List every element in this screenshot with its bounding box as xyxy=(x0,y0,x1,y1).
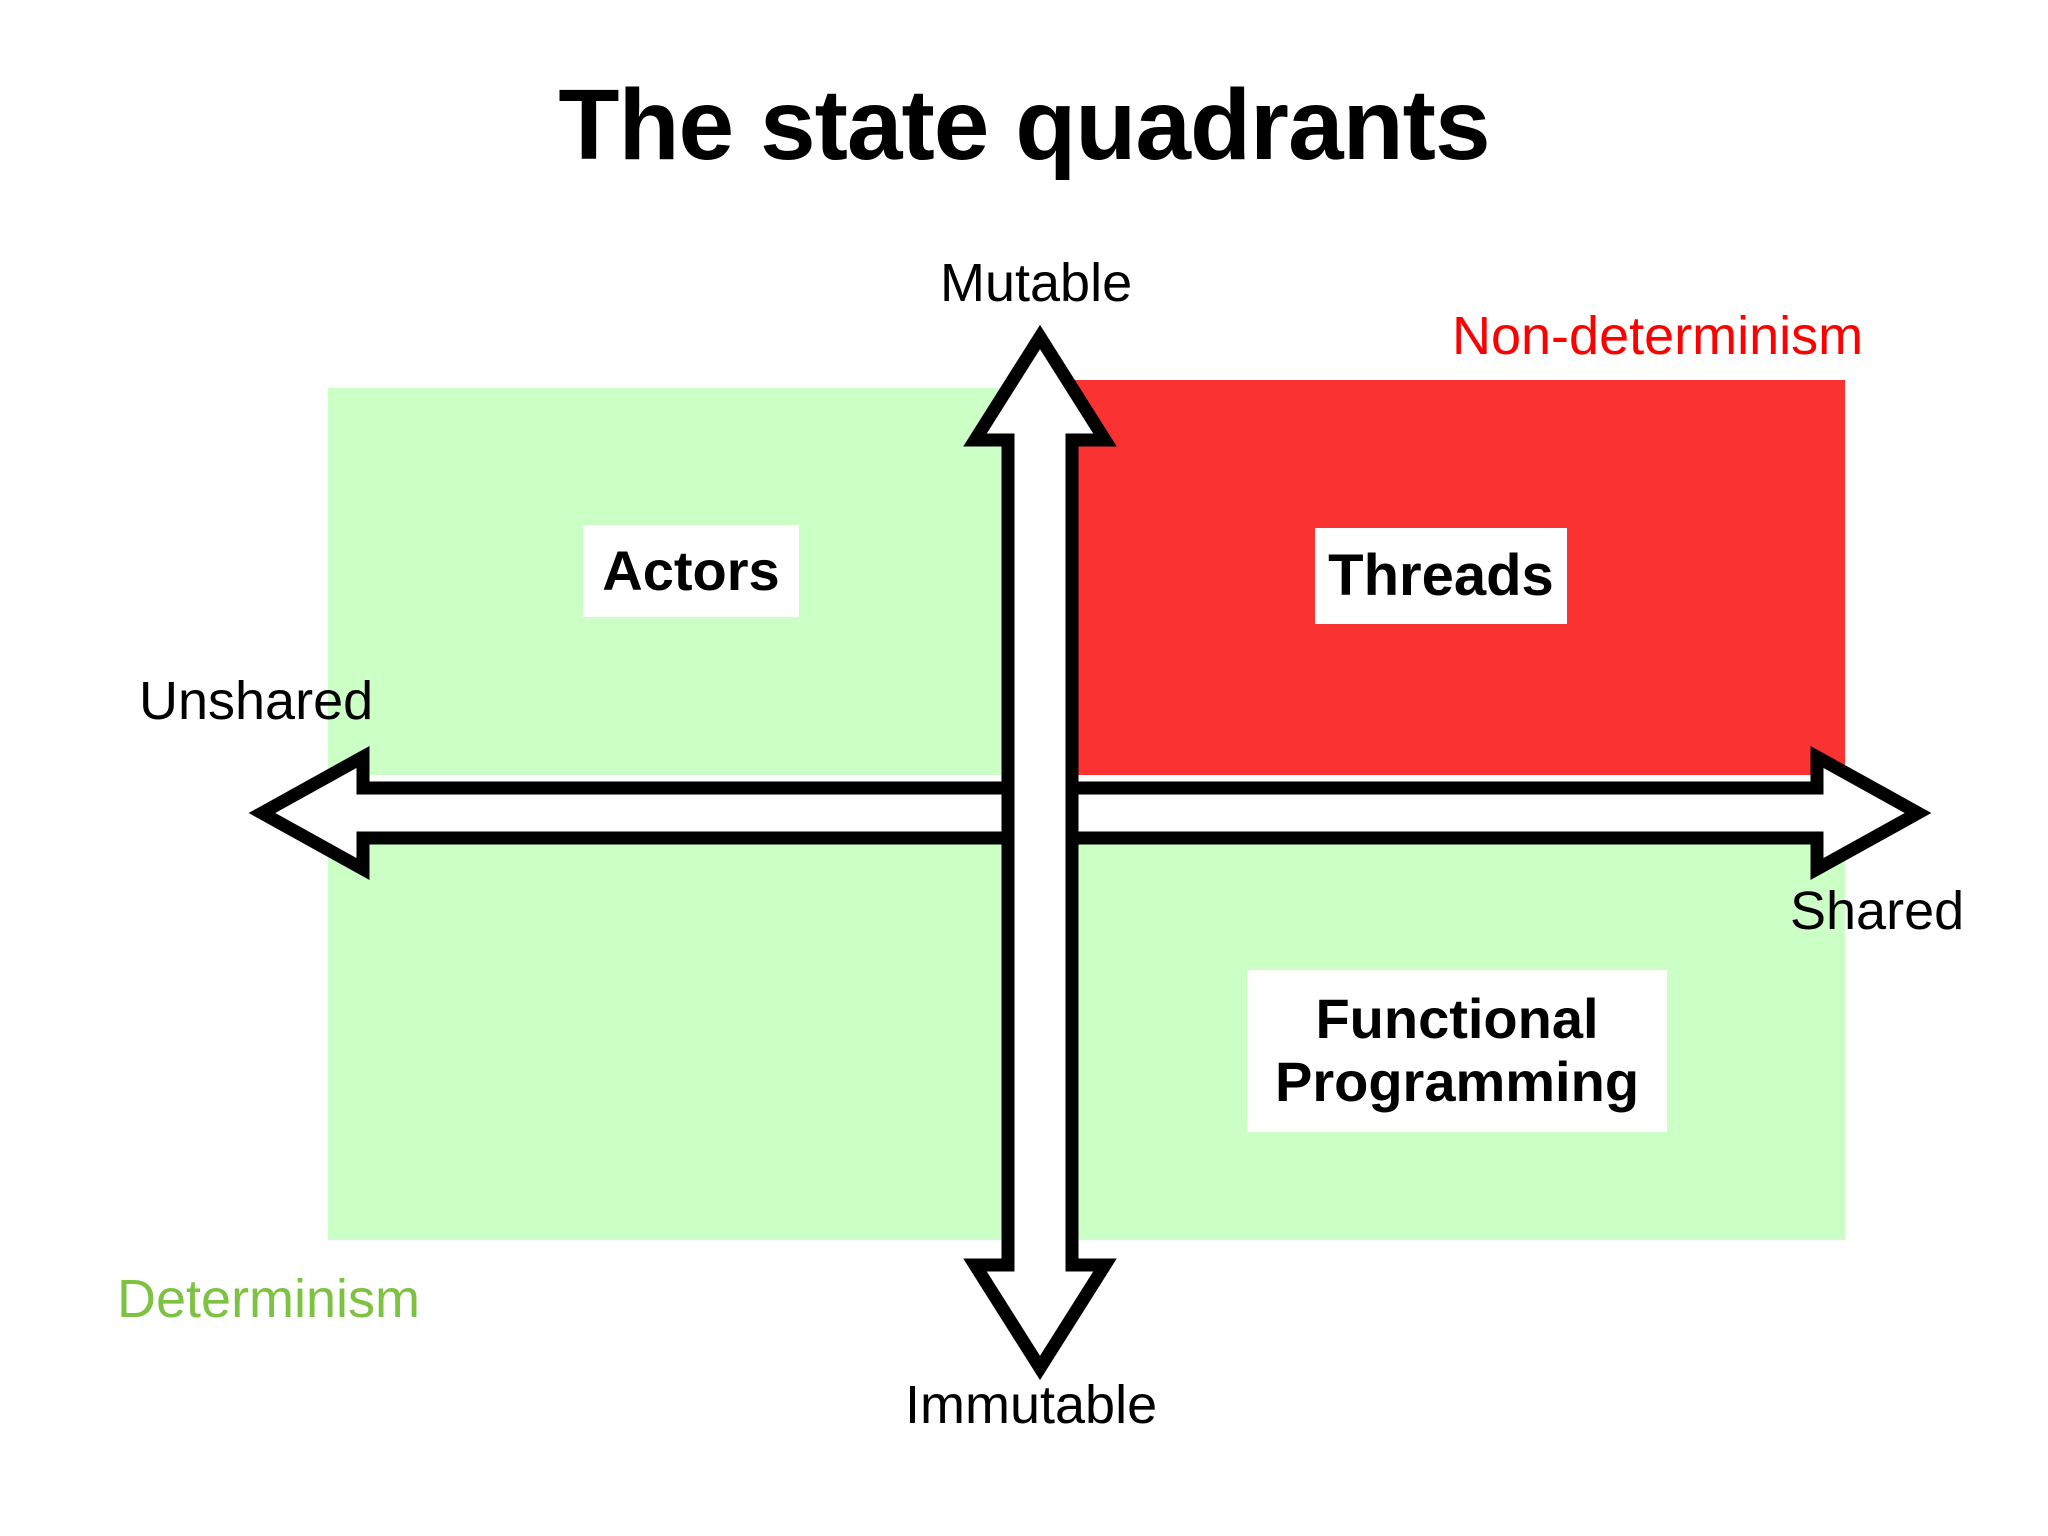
quadrant-unshared-immutable xyxy=(328,838,1022,1240)
quadrant-label-threads: Threads xyxy=(1315,528,1567,624)
annotation-non-determinism: Non-determinism xyxy=(1452,306,1864,366)
quadrant-label-functional-programming: Functional Programming xyxy=(1247,970,1667,1132)
horizontal-axis-arrow xyxy=(248,735,1932,885)
vertical-axis-arrow xyxy=(955,324,1125,1381)
axis-label-mutable: Mutable xyxy=(940,253,1133,313)
quadrant-label-actors: Actors xyxy=(583,525,799,617)
annotation-determinism: Determinism xyxy=(117,1269,421,1329)
axis-label-unshared: Unshared xyxy=(139,671,374,731)
quadrant-label-fp-line1: Functional xyxy=(1315,987,1599,1051)
axis-label-immutable: Immutable xyxy=(905,1375,1158,1435)
page-title: The state quadrants xyxy=(558,69,1490,181)
axis-label-shared: Shared xyxy=(1790,881,1965,941)
quadrant-label-fp-line2: Programming xyxy=(1274,1050,1640,1113)
